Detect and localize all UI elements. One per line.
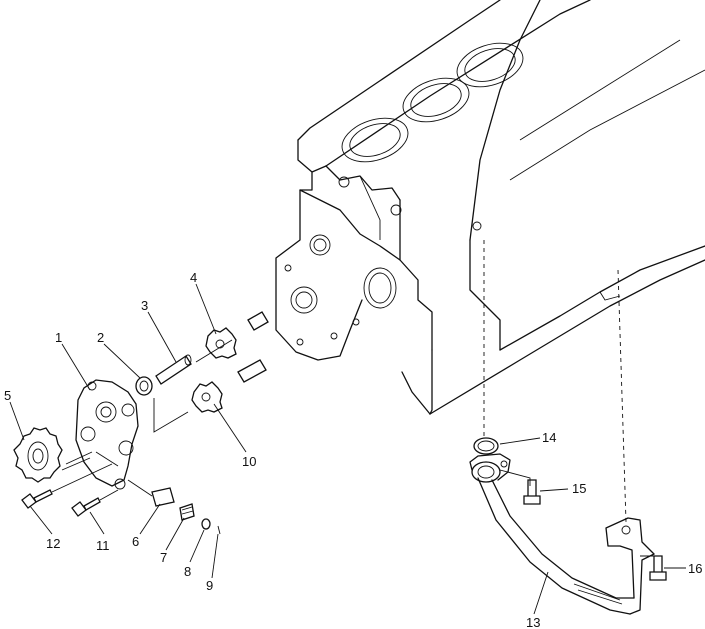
- callout-13: 13: [526, 615, 540, 629]
- callout-12: 12: [46, 536, 60, 551]
- callout-10: 10: [242, 454, 256, 469]
- bolt-16: [649, 555, 667, 581]
- bushing: [135, 376, 153, 396]
- callout-9: 9: [206, 578, 213, 593]
- callout-15: 15: [572, 481, 586, 496]
- block-pin: [237, 359, 267, 383]
- callout-6: 6: [132, 534, 139, 549]
- callout-4: 4: [190, 270, 197, 285]
- shaft: [155, 355, 192, 385]
- bolt-11: [71, 497, 101, 517]
- engine-block: [275, 0, 705, 415]
- idler-gear: [13, 427, 63, 483]
- bolt-15: [523, 479, 541, 505]
- callout-2: 2: [97, 330, 104, 345]
- callout-3: 3: [141, 298, 148, 313]
- callout-8: 8: [184, 564, 191, 579]
- oil-pump-body: [75, 379, 139, 490]
- relief-valve-plug: [151, 487, 175, 507]
- snap-ring: [201, 518, 211, 530]
- relief-valve-spring: [179, 503, 195, 521]
- callout-labels: 1 2 3 4 5 6 7 8 9 10 11 12 13 14 15 16: [4, 270, 702, 629]
- suction-pipe: [469, 453, 655, 615]
- pin: [217, 525, 221, 535]
- o-ring: [473, 437, 499, 455]
- callout-1: 1: [55, 330, 62, 345]
- callout-5: 5: [4, 388, 11, 403]
- block-bushing: [247, 311, 269, 331]
- callout-16: 16: [688, 561, 702, 576]
- callout-14: 14: [542, 430, 556, 445]
- driven-rotor: [191, 381, 223, 413]
- bolt-12: [21, 489, 53, 509]
- callout-11: 11: [96, 538, 110, 553]
- leader-lines: [9, 283, 686, 615]
- callout-7: 7: [160, 550, 167, 565]
